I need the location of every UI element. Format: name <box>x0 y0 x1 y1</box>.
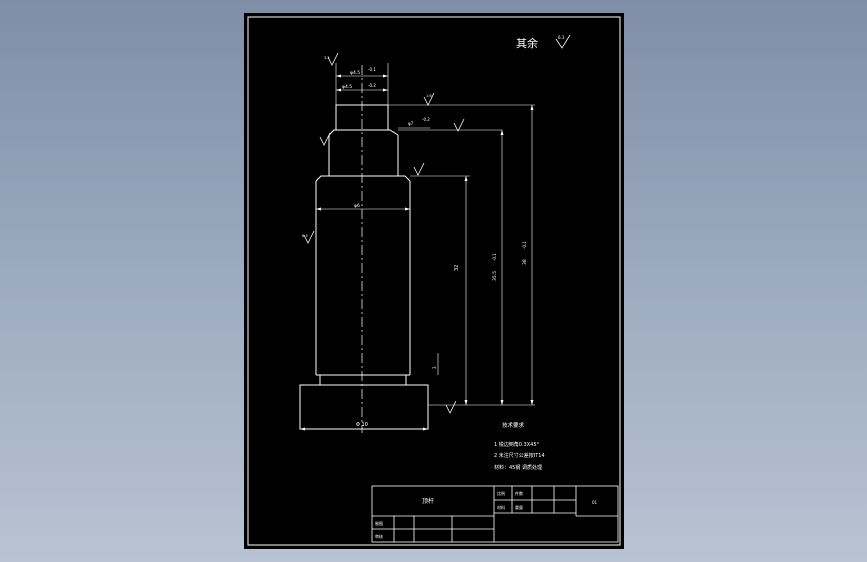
dim-top-width-tol: -0.1 <box>368 67 376 72</box>
roughness-b: 1.6 <box>426 94 432 98</box>
dim-step-width: φ4.5 <box>342 84 352 90</box>
sheet-border <box>247 16 621 546</box>
title-block <box>371 485 619 543</box>
drawing-sheet: 其余 6.3 <box>244 13 624 549</box>
weight-label: 重量 <box>515 504 523 510</box>
note-2: 2 未注尺寸公差按IT14 <box>494 452 545 459</box>
dim-h-mid: 35.5 <box>492 271 498 281</box>
roughness-symbol-header <box>555 34 571 49</box>
dim-h-total-tol: -0.1 <box>522 241 527 249</box>
material-label: 材料 <box>497 504 505 510</box>
dim-h-mid-tol: -0.1 <box>492 253 497 261</box>
checker-label: 审核 <box>375 533 383 539</box>
dim-mid: φ7 <box>408 121 414 126</box>
scale-label: 比例 <box>497 490 505 496</box>
dim-top-width: φ4.5 <box>350 70 360 76</box>
dim-h-body: 32 <box>454 265 460 271</box>
note-3: 材料：45钢 调质处理 <box>494 464 542 471</box>
roughness-header-value: 6.3 <box>558 35 565 40</box>
roughness-c: 6.3 <box>302 234 308 238</box>
vertical-dims <box>437 105 533 405</box>
dim-h-total: 38 <box>522 259 528 265</box>
dim-h-small: 3 <box>432 366 437 369</box>
notes-title: 技术要求 <box>502 421 525 429</box>
dim-base-width: Φ 10 <box>356 422 368 428</box>
roughness-note: 其余 <box>516 36 538 50</box>
part-outline <box>299 104 429 430</box>
qty-label: 件数 <box>515 490 523 496</box>
dim-step-tol: -0.2 <box>368 83 376 88</box>
drawing-canvas: 其余 6.3 <box>247 16 621 546</box>
horizontal-dims <box>300 75 430 430</box>
dim-body-width: φ6 <box>354 203 360 209</box>
dimension-arrows <box>300 74 534 431</box>
dim-mid-tol: -0.2 <box>422 117 430 122</box>
designer-label: 制图 <box>375 520 383 526</box>
part-name: 顶杆 <box>422 497 434 505</box>
extension-lines <box>335 63 535 406</box>
roughness-symbols <box>303 52 465 414</box>
roughness-a: 3.2 <box>324 56 330 60</box>
note-1: 1 锐边倒角0.3X45° <box>494 441 540 448</box>
sheet-id: 01 <box>592 500 598 505</box>
